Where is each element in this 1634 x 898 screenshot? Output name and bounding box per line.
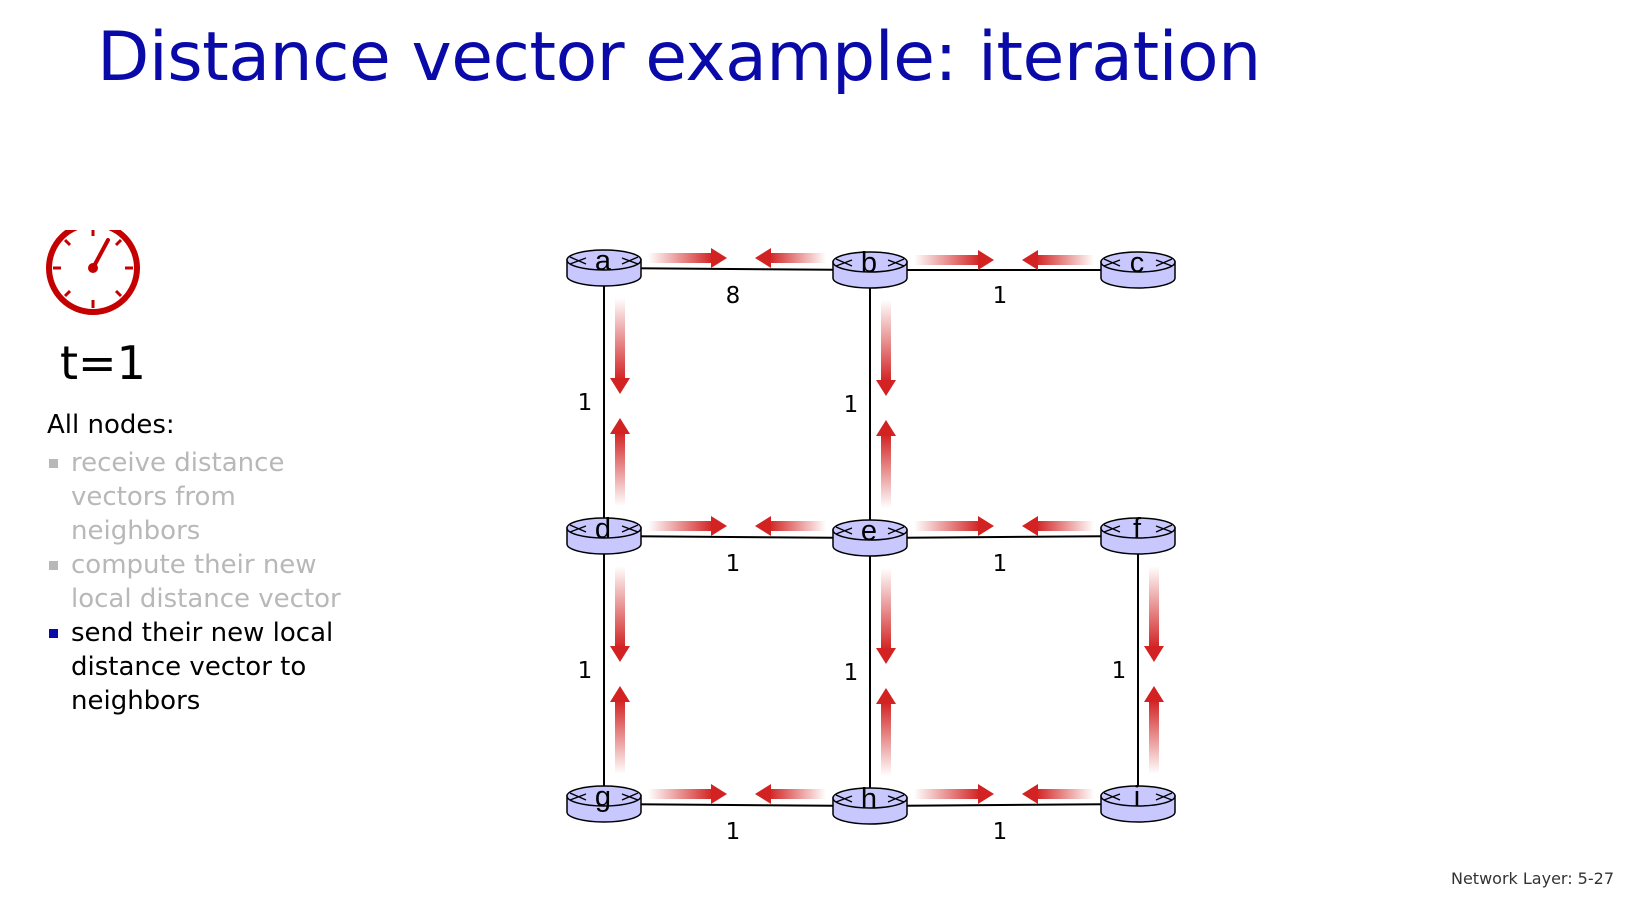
link-cost-label: 8 [726, 283, 741, 309]
link-a-d: 1 [578, 268, 605, 536]
link-cost-label: 1 [993, 551, 1008, 577]
router-node-g: g [566, 781, 642, 823]
link-cost-label: 1 [993, 283, 1008, 309]
nodes-heading: All nodes: [47, 410, 175, 440]
link-cost-label: 1 [726, 551, 741, 577]
message-arrow [914, 250, 994, 270]
step-receive: receive distance vectors from neighbors [47, 446, 347, 548]
router-node-c: c [1100, 247, 1176, 289]
node-label: f [1133, 513, 1142, 545]
message-arrow [1022, 516, 1094, 536]
link-cost-label: 1 [578, 658, 593, 684]
router-node-i: i [1100, 781, 1176, 823]
link-b-e: 1 [844, 270, 871, 538]
page-title: Distance vector example: iteration [97, 18, 1261, 97]
link-f-i: 1 [1112, 536, 1139, 804]
message-arrow [648, 516, 727, 536]
message-arrow [755, 784, 826, 804]
step-text: send their new local distance vector to … [71, 618, 334, 716]
message-arrow [1022, 784, 1094, 804]
link-cost-label: 1 [578, 390, 593, 416]
link-g-h: 1 [603, 803, 871, 845]
message-arrow [648, 248, 727, 268]
node-label: b [861, 247, 877, 279]
node-label: e [861, 515, 877, 547]
message-arrow [876, 688, 896, 776]
node-label: g [595, 781, 611, 813]
router-node-e: e [832, 515, 908, 557]
link-b-c: 1 [870, 269, 1138, 309]
bullet-icon [49, 561, 58, 570]
router-node-b: b [832, 247, 908, 289]
message-arrow [610, 298, 630, 394]
bullet-icon [49, 459, 58, 468]
node-label: i [1134, 781, 1140, 813]
link-cost-label: 1 [844, 660, 859, 686]
node-label: h [861, 783, 877, 815]
link-d-g: 1 [578, 536, 605, 804]
time-label: t=1 [60, 336, 146, 390]
message-arrow [914, 784, 994, 804]
clock-icon [46, 230, 140, 315]
step-text: compute their new local distance vector [71, 550, 341, 614]
link-cost-label: 1 [1112, 658, 1127, 684]
message-arrow [610, 418, 630, 506]
message-arrow [610, 686, 630, 774]
link-d-e: 1 [603, 535, 871, 577]
step-compute: compute their new local distance vector [47, 548, 347, 616]
router-node-d: d [566, 513, 642, 555]
link-e-h: 1 [844, 538, 871, 806]
node-label: d [595, 513, 611, 545]
link-cost-label: 1 [993, 819, 1008, 845]
link-a-b: 8 [603, 267, 871, 309]
message-arrow [1144, 566, 1164, 662]
node-label: a [595, 245, 612, 277]
message-arrow [914, 516, 994, 536]
link-e-f: 1 [869, 535, 1139, 577]
message-arrow [755, 248, 826, 268]
step-text: receive distance vectors from neighbors [71, 448, 285, 546]
step-list: receive distance vectors from neighbors … [47, 446, 347, 718]
router-node-f: f [1100, 513, 1176, 555]
message-arrow [876, 300, 896, 396]
message-arrow [755, 516, 826, 536]
slide-footer: Network Layer: 5-27 [1450, 869, 1614, 888]
message-arrow [876, 420, 896, 508]
link-h-i: 1 [869, 803, 1139, 845]
router-node-a: a [566, 245, 642, 287]
node-label: c [1130, 247, 1145, 279]
router-node-h: h [832, 783, 908, 825]
link-cost-label: 1 [844, 392, 859, 418]
message-arrow [648, 784, 727, 804]
message-arrow [610, 566, 630, 662]
message-arrow [1144, 686, 1164, 774]
bullet-icon [49, 629, 58, 638]
step-send: send their new local distance vector to … [47, 616, 347, 718]
message-arrow [876, 568, 896, 664]
message-arrow [1022, 250, 1094, 270]
link-cost-label: 1 [726, 819, 741, 845]
